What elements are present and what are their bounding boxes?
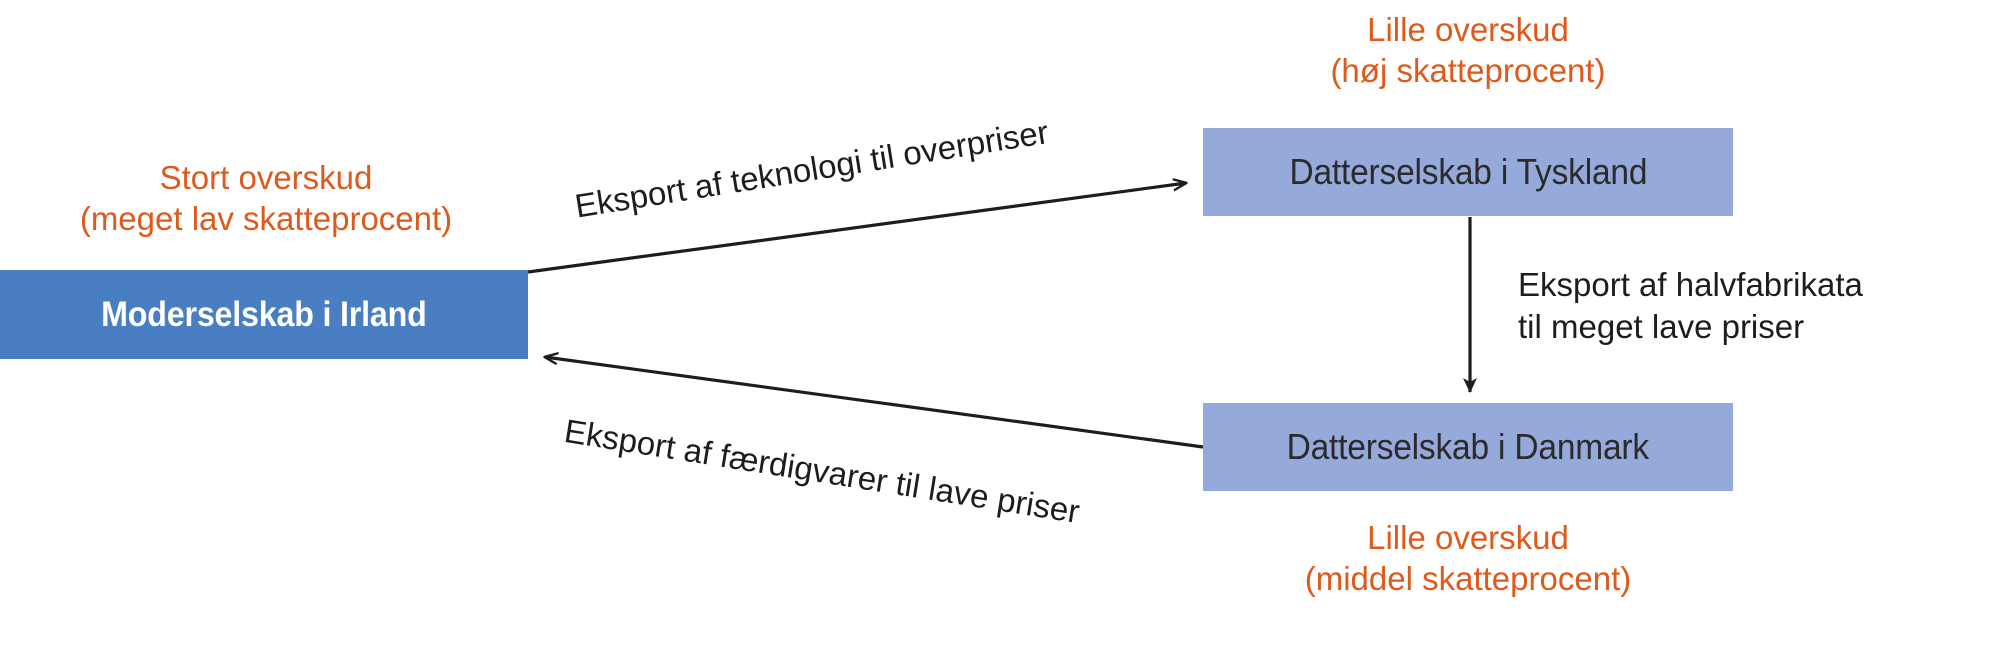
node-subsidiary-germany[interactable]: Datterselskab i Tyskland — [1203, 128, 1733, 216]
edge-label-semifinished-export: Eksport af halvfabrikata til meget lave … — [1518, 264, 1863, 347]
annotation-subsidiary-denmark: Lille overskud (middel skatteprocent) — [1203, 518, 1733, 600]
annotation-denmark-line2: (middel skatteprocent) — [1304, 559, 1632, 597]
edge-label-semifinished-line1: Eksport af halvfabrikata — [1518, 266, 1863, 303]
arrow-denmark-to-parent — [545, 357, 1204, 449]
annotation-subsidiary-germany: Lille overskud (høj skatteprocent) — [1203, 10, 1733, 92]
arrow-parent-to-germany — [527, 183, 1186, 274]
node-parent-company[interactable]: Moderselskab i Irland — [0, 270, 528, 359]
node-subsidiary-denmark[interactable]: Datterselskab i Danmark — [1203, 403, 1733, 491]
node-parent-company-label: Moderselskab i Irland — [101, 294, 427, 334]
annotation-parent-company: Stort overskud (meget lav skatteprocent) — [6, 158, 526, 240]
annotation-denmark-line1: Lille overskud — [1367, 519, 1569, 556]
annotation-parent-line1: Stort overskud — [159, 159, 373, 196]
annotation-germany-line2: (høj skatteprocent) — [1330, 51, 1606, 89]
annotation-parent-line2: (meget lav skatteprocent) — [79, 199, 453, 237]
annotation-germany-line1: Lille overskud — [1367, 11, 1569, 48]
edge-label-semifinished-line2: til meget lave priser — [1518, 307, 1805, 345]
node-subsidiary-germany-label: Datterselskab i Tyskland — [1289, 151, 1647, 192]
node-subsidiary-denmark-label: Datterselskab i Danmark — [1286, 426, 1650, 467]
